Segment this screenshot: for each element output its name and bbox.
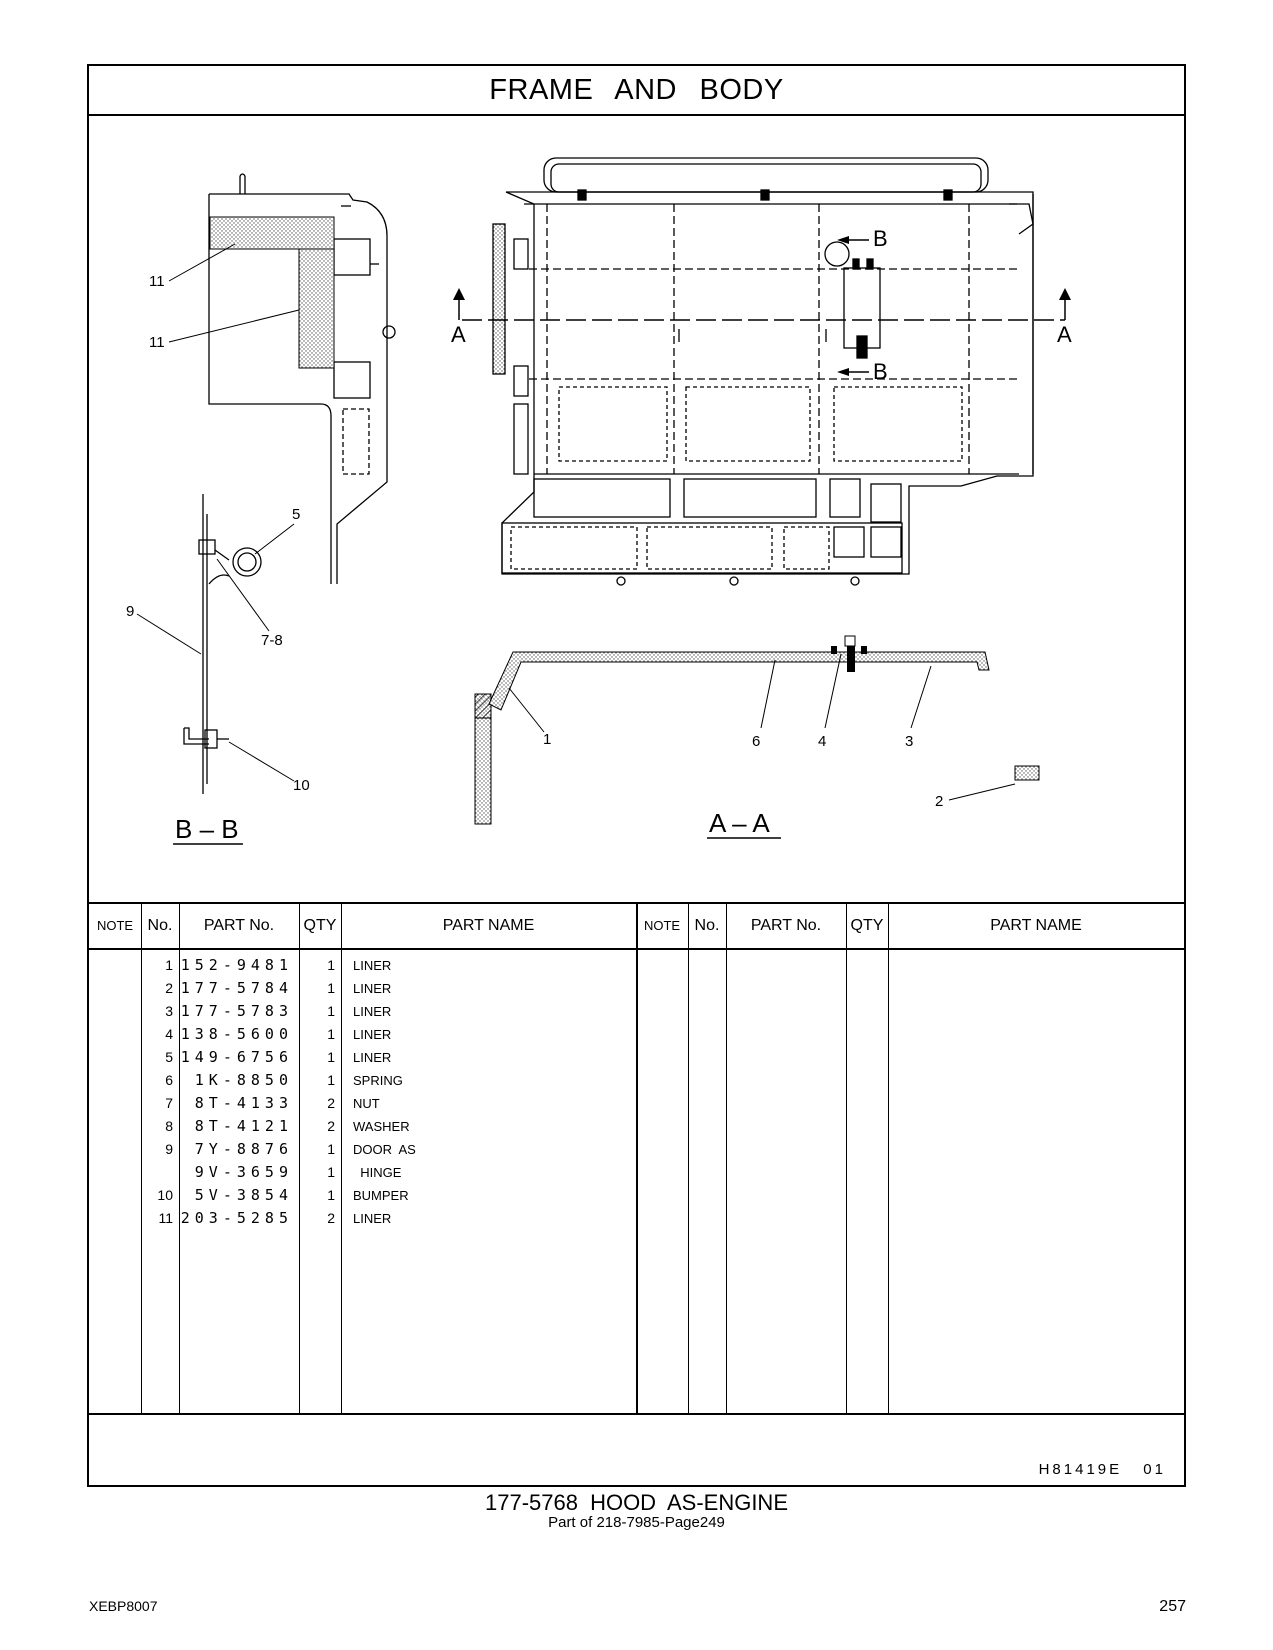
row-part-name: NUT bbox=[353, 1096, 380, 1111]
row-qty: 1 bbox=[327, 1187, 335, 1203]
row-part-no: 7Y-8876 bbox=[194, 1140, 293, 1158]
header-part-name-right: PART NAME bbox=[990, 917, 1082, 934]
row-part-no: 9V-3659 bbox=[194, 1163, 293, 1181]
callout-5: 6 bbox=[752, 733, 760, 750]
header-no-left: No. bbox=[147, 917, 173, 934]
row-no: 8 bbox=[165, 1118, 173, 1134]
row-part-name: HINGE bbox=[353, 1165, 402, 1180]
row-part-name: LINER bbox=[353, 1050, 392, 1065]
assembly-subcaption: Part of 218-7985-Page249 bbox=[548, 1514, 725, 1531]
callout-9: 9 bbox=[126, 603, 134, 620]
parts-sheet-frame: FRAME AND BODY bbox=[87, 64, 1186, 1487]
row-part-name: LINER bbox=[353, 1027, 392, 1042]
row-no: 4 bbox=[165, 1026, 173, 1042]
callout-2: 2 bbox=[935, 793, 943, 810]
row-qty: 1 bbox=[327, 1141, 335, 1157]
row-part-no: 149-6756 bbox=[180, 1048, 293, 1066]
row-part-name: DOOR AS bbox=[353, 1142, 416, 1157]
liner-top-shape bbox=[209, 216, 335, 250]
row-part-name: SPRING bbox=[353, 1073, 403, 1088]
exploded-illustration: 11 11 5 9 bbox=[89, 114, 1184, 902]
row-qty: 1 bbox=[327, 1003, 335, 1019]
header-part-no-left: PART No. bbox=[203, 917, 275, 934]
liner-side-shape bbox=[298, 248, 335, 369]
callout-10: 10 bbox=[293, 777, 310, 794]
section-b-top: B bbox=[873, 226, 888, 251]
callout-4: 4 bbox=[818, 733, 826, 750]
row-part-no: 5V-3854 bbox=[194, 1186, 293, 1204]
header-part-name-left: PART NAME bbox=[442, 917, 535, 934]
row-part-no: 203-5285 bbox=[180, 1209, 293, 1227]
header-part-no-right: PART No. bbox=[750, 917, 822, 934]
row-part-name: LINER bbox=[353, 1004, 392, 1019]
row-part-no: 177-5783 bbox=[180, 1002, 293, 1020]
callout-6: 5 bbox=[292, 506, 300, 523]
parts-table-header: NOTE No. PART No. QTY PART NAME NOTE No.… bbox=[89, 902, 1184, 950]
row-no: 1 bbox=[165, 957, 173, 973]
row-part-name: WASHER bbox=[353, 1119, 410, 1134]
section-title: FRAME AND BODY bbox=[89, 66, 1184, 116]
header-note-left: NOTE bbox=[96, 918, 134, 933]
row-qty: 1 bbox=[327, 1049, 335, 1065]
row-no: 5 bbox=[165, 1049, 173, 1065]
header-note-right: NOTE bbox=[643, 918, 681, 933]
row-part-no: 152-9481 bbox=[180, 956, 293, 974]
header-qty-right: QTY bbox=[850, 917, 884, 934]
row-no: 9 bbox=[165, 1141, 173, 1157]
row-qty: 2 bbox=[327, 1118, 335, 1134]
row-qty: 1 bbox=[327, 980, 335, 996]
row-part-no: 138-5600 bbox=[180, 1025, 293, 1043]
row-qty: 1 bbox=[327, 957, 335, 973]
illustration-drawing: 11 11 5 9 bbox=[126, 157, 1072, 845]
parts-table-body: 1 152-9481 1 LINER 2 177-5784 1 LINER 3 … bbox=[89, 950, 1184, 1415]
row-part-name: LINER bbox=[353, 1211, 392, 1226]
document-code: XEBP8007 bbox=[89, 1598, 158, 1614]
row-part-no: 177-5784 bbox=[180, 979, 293, 997]
row-no: 2 bbox=[165, 980, 173, 996]
row-no: 3 bbox=[165, 1003, 173, 1019]
row-qty: 1 bbox=[327, 1164, 335, 1180]
row-part-name: BUMPER bbox=[353, 1188, 409, 1203]
callout-11a: 11 bbox=[149, 273, 165, 290]
assembly-caption: 177-5768 HOOD AS-ENGINE bbox=[484, 1490, 788, 1515]
row-no: 11 bbox=[158, 1210, 173, 1226]
header-no-right: No. bbox=[694, 917, 720, 934]
row-no: 7 bbox=[165, 1095, 173, 1111]
row-qty: 1 bbox=[327, 1026, 335, 1042]
row-part-name: LINER bbox=[353, 958, 392, 973]
hood-plan-view bbox=[492, 157, 1034, 586]
row-no: 6 bbox=[165, 1072, 173, 1088]
illustration-code: H81419E 01 bbox=[1038, 1461, 1166, 1478]
row-part-no: 1K-8850 bbox=[194, 1071, 293, 1089]
callout-3: 3 bbox=[905, 733, 913, 750]
callout-7-8: 7-8 bbox=[261, 632, 283, 649]
view-label-bb: B – B bbox=[175, 814, 239, 844]
section-line-aa bbox=[458, 239, 1066, 373]
callout-11b: 11 bbox=[149, 334, 165, 351]
section-a-left: A bbox=[451, 322, 466, 347]
section-b-bottom: B bbox=[873, 359, 888, 384]
section-a-right: A bbox=[1057, 322, 1072, 347]
row-qty: 1 bbox=[327, 1072, 335, 1088]
header-qty-left: QTY bbox=[303, 917, 337, 934]
row-part-no: 8T-4133 bbox=[194, 1094, 293, 1112]
row-qty: 2 bbox=[327, 1095, 335, 1111]
callout-1: 1 bbox=[543, 731, 551, 748]
row-part-no: 8T-4121 bbox=[194, 1117, 293, 1135]
row-qty: 2 bbox=[327, 1210, 335, 1226]
row-no bbox=[141, 1161, 173, 1184]
row-no: 10 bbox=[157, 1187, 173, 1203]
view-label-aa: A – A bbox=[709, 808, 770, 838]
hood-section-aa bbox=[474, 635, 1040, 825]
page-number: 257 bbox=[1159, 1598, 1186, 1615]
hinge-section-bb bbox=[183, 494, 262, 794]
row-part-name: LINER bbox=[353, 981, 392, 996]
